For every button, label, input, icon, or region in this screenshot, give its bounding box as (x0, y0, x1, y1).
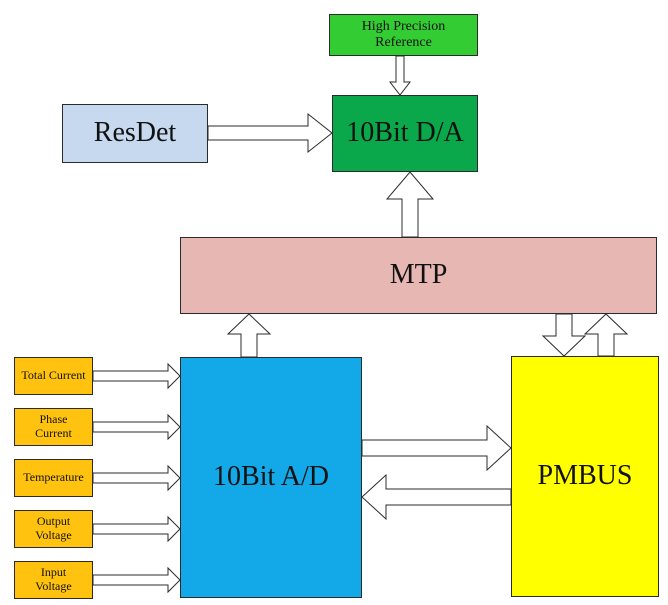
arrow-reference-to-dac (388, 55, 412, 96)
arrow-temperature-to-adc (92, 464, 181, 492)
input-phase-current-block: Phase Current (14, 408, 93, 446)
arrow-pmbus-to-mtp (583, 313, 629, 357)
input-label-line2: Voltage (35, 579, 72, 593)
arrow-adc-to-mtp (226, 313, 272, 358)
dac-label: 10Bit D/A (346, 117, 464, 149)
mtp-block: MTP (180, 237, 657, 314)
arrow-input-voltage-to-adc (92, 566, 181, 594)
high-precision-reference-block: High Precision Reference (329, 14, 478, 56)
input-label-line1: Input (40, 565, 67, 580)
pmbus-block: PMBUS (511, 356, 659, 597)
arrow-pmbus-to-adc (361, 473, 512, 521)
arrow-mtp-to-dac (385, 171, 435, 238)
arrow-total-current-to-adc (92, 362, 181, 390)
input-label-line2: Current (35, 426, 72, 440)
input-input-voltage-block: Input Voltage (14, 561, 93, 599)
input-output-voltage-block: Output Voltage (14, 510, 93, 548)
mtp-label: MTP (389, 259, 448, 291)
input-label-line2: Voltage (35, 528, 72, 542)
dac-block: 10Bit D/A (332, 95, 478, 172)
arrow-output-voltage-to-adc (92, 515, 181, 543)
reference-label-line2: Reference (375, 35, 432, 50)
pmbus-label: PMBUS (537, 460, 633, 492)
arrow-phase-current-to-adc (92, 413, 181, 441)
input-label-line1: Total Current (21, 368, 86, 383)
input-label-line1: Output (36, 514, 71, 529)
input-label-line1: Temperature (23, 470, 84, 485)
input-total-current-block: Total Current (14, 357, 93, 395)
arrow-adc-to-pmbus (361, 424, 512, 472)
resdet-label: ResDet (93, 117, 177, 149)
arrow-mtp-to-pmbus (541, 313, 587, 357)
input-label-line1: Phase (39, 412, 68, 427)
resdet-block: ResDet (62, 104, 208, 163)
input-temperature-block: Temperature (14, 459, 93, 497)
adc-label: 10Bit A/D (213, 461, 329, 493)
adc-block: 10Bit A/D (180, 357, 362, 598)
reference-label-line1: High Precision (361, 18, 446, 34)
arrow-resdet-to-dac (207, 112, 333, 154)
